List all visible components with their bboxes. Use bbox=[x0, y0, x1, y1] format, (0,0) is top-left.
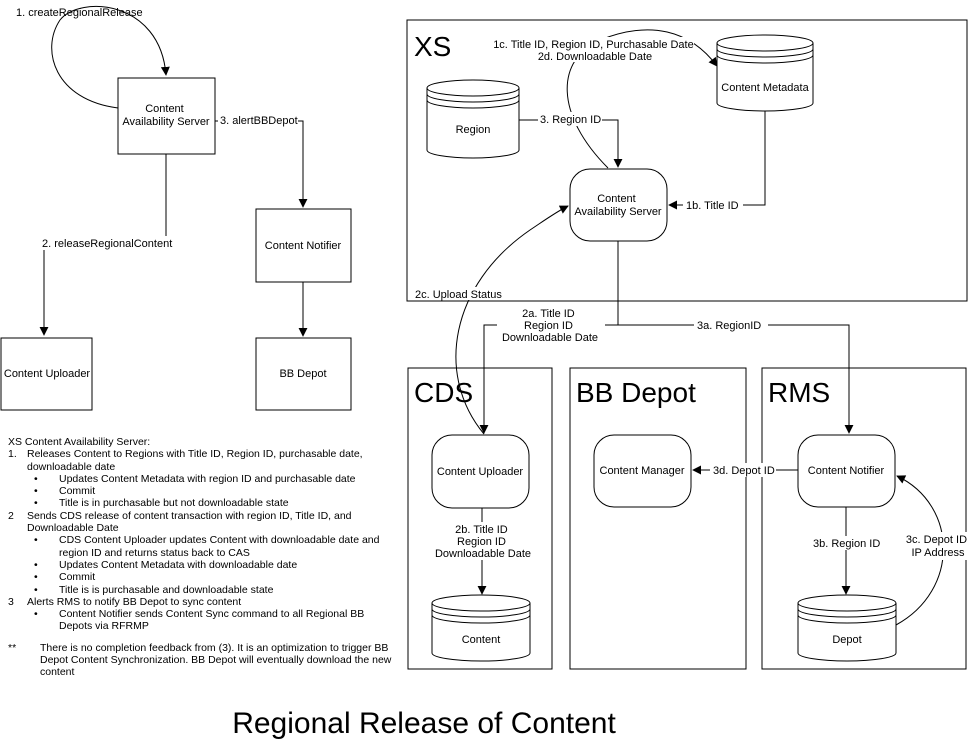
rms-region-title: RMS bbox=[768, 377, 830, 408]
edge-2c-upload-status bbox=[455, 205, 569, 435]
label-3c: 3c. Depot ID IP Address bbox=[906, 534, 970, 559]
content-metadata-db-label: Content Metadata bbox=[721, 82, 809, 94]
left-uploader-label: Content Uploader bbox=[4, 368, 91, 380]
left-cas-label: Content Availability Server bbox=[122, 103, 210, 128]
cds-uploader-box[interactable] bbox=[431, 434, 530, 509]
notes-bullet: •Title is is purchasable and downloadabl… bbox=[34, 583, 274, 596]
notes-bullet: •Commit bbox=[34, 571, 96, 584]
notes-item-1: 1.Releases Content to Regions with Title… bbox=[8, 448, 363, 473]
left-notifier-label: Content Notifier bbox=[265, 240, 342, 252]
cds-region-title: CDS bbox=[414, 377, 473, 408]
cds-region-frame bbox=[407, 367, 553, 670]
bbdepot-region-title: BB Depot bbox=[576, 377, 696, 408]
content-manager-box[interactable] bbox=[593, 434, 692, 508]
label-create-regional-release: 1. createRegionalRelease bbox=[16, 7, 143, 19]
left-cas-box[interactable] bbox=[117, 77, 216, 155]
content-manager-label: Content Manager bbox=[600, 465, 685, 477]
label-1b-title-id: 1b. Title ID bbox=[686, 200, 739, 212]
notes-bullet: •CDS Content Uploader updates Content wi… bbox=[34, 534, 380, 559]
depot-db-label: Depot bbox=[832, 634, 861, 646]
edge-create-regional-release bbox=[51, 6, 170, 109]
content-db[interactable] bbox=[431, 594, 531, 662]
label-release-regional-content: 2. releaseRegionalContent bbox=[42, 238, 172, 250]
xs-cas-label: Content Availability Server bbox=[574, 193, 662, 218]
left-bbdepot-box[interactable] bbox=[255, 337, 352, 411]
edge-1b-title-id bbox=[668, 111, 766, 210]
edge-3-region-id bbox=[519, 119, 623, 168]
label-2b: 2b. Title ID Region ID Downloadable Date bbox=[435, 524, 531, 560]
content-metadata-db[interactable] bbox=[716, 34, 814, 112]
notes-panel: XS Content Availability Server: 1.Releas… bbox=[8, 436, 400, 679]
content-db-label: Content bbox=[462, 634, 501, 646]
edge-alert-bbdepot bbox=[215, 120, 308, 208]
label-3a-region-id: 3a. RegionID bbox=[697, 320, 761, 332]
xs-region-frame bbox=[406, 19, 968, 302]
left-uploader-box[interactable] bbox=[0, 337, 93, 411]
label-3b-region-id: 3b. Region ID bbox=[813, 538, 880, 550]
notes-bullet: •Updates Content Metadata with downloada… bbox=[34, 558, 298, 571]
label-3-region-id: 3. Region ID bbox=[540, 114, 601, 126]
left-bbdepot-label: BB Depot bbox=[279, 368, 326, 380]
rms-notifier-label: Content Notifier bbox=[808, 465, 885, 477]
notes-bullet: •Updates Content Metadata with region ID… bbox=[34, 472, 356, 485]
notes-heading: XS Content Availability Server: bbox=[8, 436, 151, 448]
notes-bullet: •Content Notifier sends Content Sync com… bbox=[34, 608, 365, 633]
diagram-title: Regional Release of Content bbox=[232, 707, 616, 740]
xs-cas-box[interactable] bbox=[569, 168, 668, 242]
left-notifier-box[interactable] bbox=[255, 208, 352, 283]
label-3d-depot-id: 3d. Depot ID bbox=[713, 465, 775, 477]
notes-bullet: •Title is in purchasable but not downloa… bbox=[34, 497, 289, 510]
label-1c-2d: 1c. Title ID, Region ID, Purchasable Dat… bbox=[493, 39, 697, 63]
label-alert-bbdepot: 3. alertBBDepot bbox=[220, 115, 298, 127]
notes-footnote: **There is no completion feedback from (… bbox=[8, 641, 392, 679]
cds-uploader-label: Content Uploader bbox=[437, 466, 524, 478]
region-db-label: Region bbox=[456, 124, 491, 136]
label-2c-upload-status: 2c. Upload Status bbox=[415, 289, 502, 301]
label-2a: 2a. Title ID Region ID Downloadable Date bbox=[502, 308, 598, 344]
notes-bullet: •Commit bbox=[34, 485, 96, 498]
rms-region-frame bbox=[761, 367, 967, 670]
depot-db[interactable] bbox=[797, 594, 897, 662]
xs-region-title: XS bbox=[414, 31, 451, 62]
bbdepot-region-frame bbox=[569, 367, 747, 670]
region-db[interactable] bbox=[426, 79, 520, 159]
